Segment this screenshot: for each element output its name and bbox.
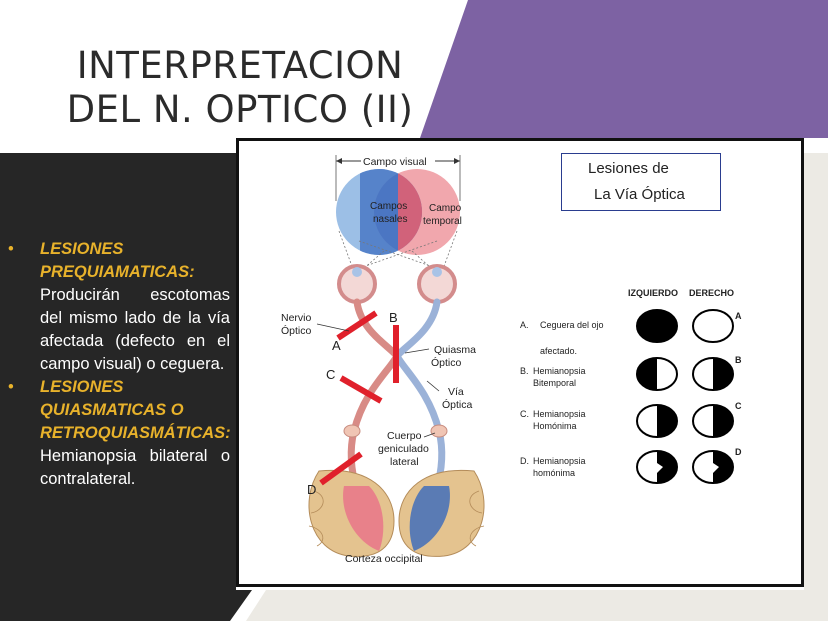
legend-b-letter: B. — [520, 366, 529, 376]
quiasma-label-2: Óptico — [431, 356, 462, 369]
field-a-left — [636, 309, 678, 343]
field-b-left — [636, 357, 678, 391]
legend-a-line1: Ceguera del ojo — [540, 320, 604, 330]
field-d-left — [636, 450, 678, 484]
nervio-optico-label-1: Nervio — [281, 312, 312, 324]
bullet-dot-icon: • — [8, 378, 14, 396]
cuerpo-label-3: lateral — [390, 456, 419, 468]
bullet-list: • LESIONES PREQUIAMATICAS: Producirán es… — [8, 238, 231, 491]
lesion-bar-d — [319, 451, 363, 486]
campo-temporal-label-1: Campo — [429, 203, 462, 214]
nervio-optico-label-2: Óptico — [281, 324, 312, 337]
optic-pathway-figure: Campo visual Campos nasales Campo tempor… — [236, 138, 804, 587]
bullet-heading: LESIONES QUIASMATICAS O RETROQUIASMÁTICA… — [40, 378, 231, 442]
campos-nasales-label-2: nasales — [373, 214, 407, 225]
legend-d-letter: D. — [520, 456, 529, 466]
bullet-text: Producirán escotomas del mismo lado de l… — [40, 286, 230, 373]
lesiones-title-line-2: La Vía Óptica — [594, 186, 685, 203]
lesion-label-a: A — [332, 338, 341, 353]
bullet-heading: LESIONES PREQUIAMATICAS: — [40, 240, 195, 281]
lesion-label-d: D — [307, 482, 316, 497]
via-optica-label-1: Vía — [448, 386, 464, 398]
campo-visual-label: Campo visual — [363, 156, 427, 168]
column-derecho: DERECHO — [689, 288, 734, 298]
campos-nasales-label-1: Campos — [370, 201, 407, 212]
column-izquierdo: IZQUIERDO — [628, 288, 678, 298]
cuerpo-label-1: Cuerpo — [387, 430, 422, 442]
lesiones-title-box: Lesiones de La Vía Óptica — [561, 153, 721, 211]
bullet-dot-icon: • — [8, 240, 14, 258]
slide-title: INTERPRETACION DEL N. OPTICO (II) — [60, 44, 420, 132]
lesion-label-c: C — [326, 367, 335, 382]
row-mark-b: B — [735, 355, 742, 365]
via-optica-label-2: Óptica — [442, 398, 473, 411]
campo-temporal-label-2: temporal — [423, 216, 462, 227]
legend-b-line2: Bitemporal — [533, 378, 576, 388]
row-mark-d: D — [735, 447, 742, 457]
field-b-right — [692, 357, 734, 391]
corteza-label: Corteza occipital — [345, 553, 423, 565]
legend-d-line2: homónima — [533, 468, 575, 478]
title-line-1: INTERPRETACION — [76, 44, 404, 87]
lesiones-title-line-1: Lesiones de — [588, 160, 669, 177]
legend-d-line1: Hemianopsia — [533, 456, 586, 466]
legend-b-line1: Hemianopsia — [533, 366, 586, 376]
legend-c-letter: C. — [520, 409, 529, 419]
quiasma-label-1: Quiasma — [434, 344, 476, 356]
title-line-2: DEL N. OPTICO (II) — [66, 88, 414, 131]
field-c-left — [636, 404, 678, 438]
legend-c-line2: Homónima — [533, 421, 577, 431]
legend-c-line1: Hemianopsia — [533, 409, 586, 419]
row-mark-a: A — [735, 311, 742, 321]
field-d-right — [692, 450, 734, 484]
legend-a-letter: A. — [520, 320, 529, 330]
field-c-right — [692, 404, 734, 438]
field-a-right — [692, 309, 734, 343]
legend-a-line2: afectado. — [540, 346, 577, 356]
row-mark-c: C — [735, 401, 742, 411]
lesion-bar-a — [336, 310, 378, 341]
cuerpo-label-2: geniculado — [378, 443, 429, 455]
optic-pathway-diagram: Campo visual Campos nasales Campo tempor… — [281, 155, 742, 565]
lesion-label-b: B — [389, 310, 398, 325]
bullet-quiasmaticas: • LESIONES QUIASMATICAS O RETROQUIASMÁTI… — [8, 376, 231, 491]
bullet-text: Hemianopsia bilateral o contralateral. — [40, 447, 230, 488]
bullet-prequiasmaticas: • LESIONES PREQUIAMATICAS: Producirán es… — [8, 238, 230, 376]
lesion-bar-c — [339, 375, 383, 404]
